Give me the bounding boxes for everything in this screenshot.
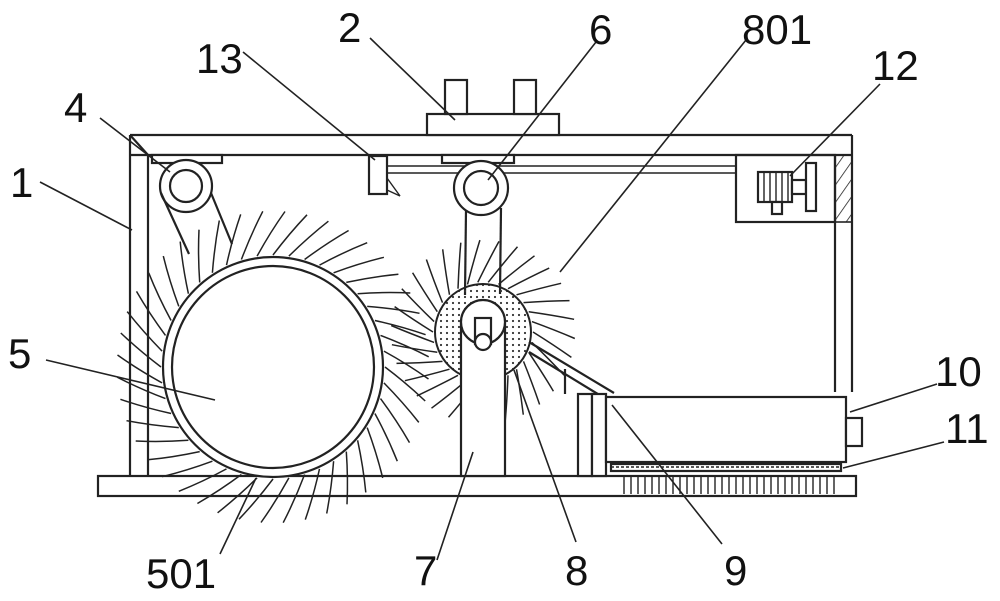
- bristle: [333, 256, 385, 274]
- bristle: [531, 320, 576, 340]
- bristle: [197, 229, 201, 283]
- bristle: [425, 259, 444, 303]
- bristle: [522, 361, 541, 405]
- label-part-7: 7: [414, 547, 437, 594]
- bristle: [238, 478, 274, 520]
- bristle: [515, 369, 525, 415]
- motor-housing: [734, 153, 853, 224]
- bristle: [357, 291, 411, 295]
- label-part-13: 13: [196, 35, 243, 82]
- roller-5: [161, 255, 385, 479]
- collection-box-10: [604, 395, 864, 473]
- support-post-7: [459, 298, 507, 478]
- bristle: [528, 351, 555, 392]
- bristle: [532, 331, 572, 359]
- label-part-5: 5: [8, 330, 31, 377]
- bristle: [126, 311, 163, 352]
- bristle: [148, 272, 172, 321]
- bristle: [161, 460, 213, 478]
- label-part-12: 12: [872, 42, 919, 89]
- bristle: [391, 343, 438, 354]
- bristle: [380, 334, 430, 358]
- bristle: [304, 229, 349, 261]
- bristle: [319, 242, 368, 266]
- bristle: [466, 239, 481, 285]
- bristle: [147, 450, 200, 461]
- bristle: [401, 288, 435, 323]
- bristle: [282, 474, 306, 524]
- bristle: [345, 451, 349, 505]
- drive-belts: [160, 192, 503, 296]
- bristle: [411, 272, 438, 313]
- bristle: [116, 376, 166, 400]
- bristle: [260, 477, 290, 523]
- bristle: [120, 398, 172, 415]
- bristle: [487, 246, 519, 283]
- scraper-9: [528, 341, 615, 478]
- bristle: [178, 468, 227, 492]
- bristle: [272, 214, 308, 256]
- bracket-13: [367, 154, 401, 197]
- pulley-6: [440, 153, 516, 217]
- bristle: [457, 242, 462, 289]
- bristle: [288, 220, 329, 257]
- bristle: [384, 366, 426, 402]
- label-part-9: 9: [724, 547, 747, 594]
- bristle: [396, 360, 443, 365]
- label-part-10: 10: [935, 348, 982, 395]
- leader-lines: [39, 37, 945, 561]
- label-part-11: 11: [945, 405, 989, 452]
- bristle: [117, 354, 163, 384]
- bristle: [507, 267, 550, 290]
- label-part-8: 8: [565, 547, 588, 594]
- bristle: [528, 310, 575, 321]
- bristle: [374, 413, 398, 462]
- label-part-1: 1: [10, 159, 33, 206]
- bristle: [367, 305, 420, 315]
- bristle: [498, 255, 535, 285]
- bristle: [225, 214, 242, 266]
- bristle: [516, 282, 562, 296]
- bristle: [240, 210, 264, 260]
- bristle: [383, 382, 420, 423]
- label-part-6: 6: [589, 6, 612, 53]
- guide-rail: [385, 165, 735, 174]
- label-part-501: 501: [146, 550, 216, 596]
- bristle: [135, 439, 189, 443]
- bristle: [304, 468, 321, 520]
- label-part-4: 4: [64, 84, 87, 131]
- bristle: [179, 241, 190, 294]
- bristle: [523, 299, 570, 304]
- bristle: [135, 291, 167, 336]
- part-labels: 1 2 4 5 6 7 8 9 10 11 12 13 501 801: [8, 4, 989, 597]
- bristle: [162, 255, 180, 307]
- bristle: [416, 374, 459, 397]
- bristle: [394, 305, 434, 333]
- label-part-801: 801: [742, 6, 812, 53]
- bristle: [325, 461, 335, 514]
- bristle: [211, 220, 221, 273]
- bristle: [379, 398, 411, 443]
- bristle: [441, 249, 451, 295]
- bristle: [390, 324, 435, 344]
- bristle: [404, 368, 450, 382]
- bristle: [366, 427, 384, 479]
- bristle: [383, 350, 429, 380]
- bristle: [197, 473, 242, 505]
- top-mount: [425, 78, 561, 137]
- bristle: [477, 241, 500, 283]
- brush-bristles-801: [390, 239, 576, 425]
- bristle: [256, 211, 286, 257]
- bristle: [356, 440, 367, 493]
- comb-teeth-11: [623, 476, 835, 494]
- bristle: [126, 419, 179, 429]
- bristle: [346, 273, 399, 284]
- bristle: [374, 319, 426, 336]
- bristle: [120, 332, 162, 368]
- pulley-4: [150, 153, 224, 214]
- label-part-2: 2: [338, 4, 361, 51]
